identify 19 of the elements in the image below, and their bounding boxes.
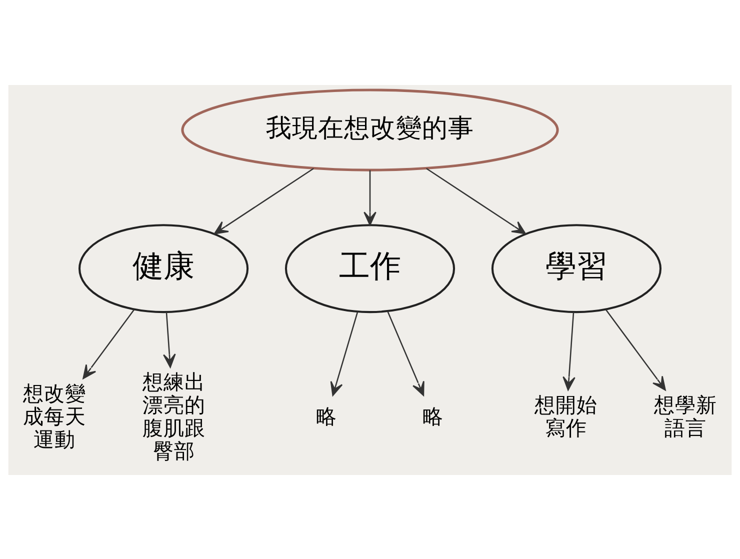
arrow bbox=[387, 310, 424, 396]
node-ellipse: 健康 bbox=[78, 224, 249, 313]
node-text: 想練出漂亮的腹肌跟臀部 bbox=[142, 369, 206, 463]
arrow bbox=[214, 167, 314, 234]
node-ellipse: 學習 bbox=[491, 224, 662, 313]
arrow bbox=[163, 312, 176, 368]
node-text: 略 bbox=[316, 404, 337, 428]
arrow bbox=[82, 308, 135, 379]
node-text: 略 bbox=[422, 404, 444, 428]
node-text: 想學新語言 bbox=[654, 392, 717, 440]
node-ellipse: 工作 bbox=[284, 224, 456, 313]
node-ellipse: 我現在想改變的事 bbox=[181, 88, 559, 171]
arrow bbox=[605, 308, 666, 390]
arrow bbox=[330, 311, 358, 396]
arrow bbox=[426, 167, 526, 234]
node-text: 想改變成每天運動 bbox=[23, 380, 86, 452]
node-text: 想開始寫作 bbox=[534, 392, 598, 440]
arrow bbox=[562, 312, 576, 390]
arrow bbox=[364, 170, 376, 226]
